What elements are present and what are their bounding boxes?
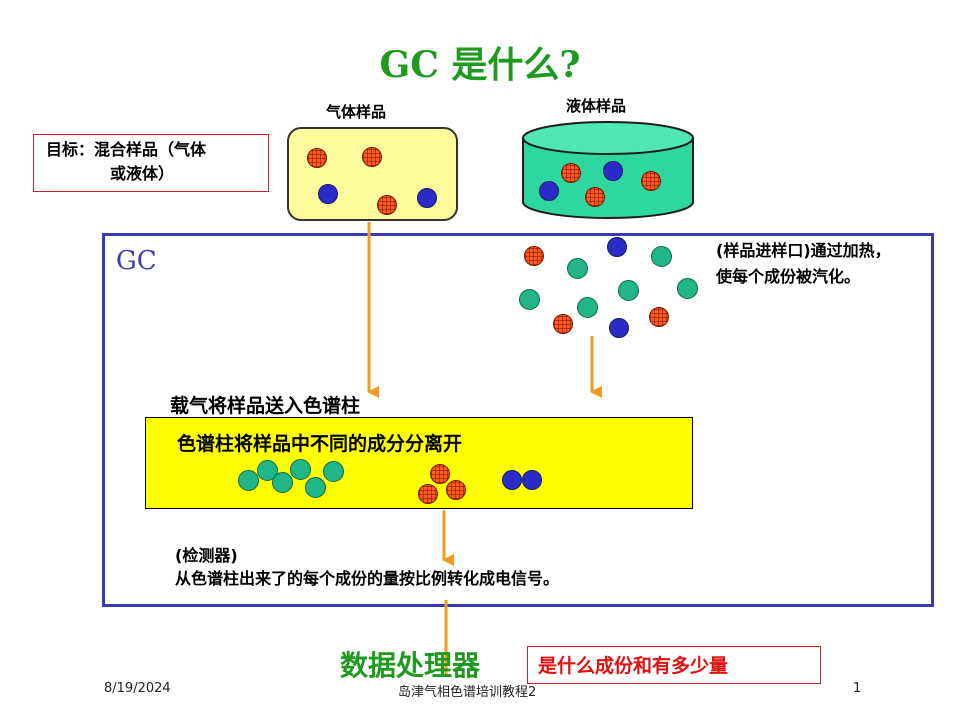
blue-molecule xyxy=(502,470,522,490)
injector-description: (样品进样口)通过加热， 使每个成份被汽化。 xyxy=(716,238,891,290)
gas-sample-label: 气体样品 xyxy=(326,103,387,121)
gas-sample-container xyxy=(287,127,458,221)
red-molecule xyxy=(418,484,438,504)
blue-molecule xyxy=(522,470,542,490)
red-molecule xyxy=(641,171,661,191)
data-processor-label: 数据处理器 xyxy=(340,649,481,682)
goal-line-1: 目标：混合样品（气体 xyxy=(46,140,207,159)
green-molecule xyxy=(323,461,344,482)
footer-page-number: 1 xyxy=(853,681,862,696)
green-molecule xyxy=(577,297,598,318)
red-molecule xyxy=(362,147,382,167)
red-molecule xyxy=(553,314,573,334)
red-molecule xyxy=(377,195,397,215)
blue-molecule xyxy=(607,237,627,257)
red-molecule xyxy=(524,246,544,266)
red-molecule xyxy=(430,464,450,484)
green-molecule xyxy=(677,278,698,299)
liquid-sample-label: 液体样品 xyxy=(566,97,627,115)
page-title: GC 是什么? xyxy=(379,44,581,86)
blue-molecule xyxy=(417,188,437,208)
blue-molecule xyxy=(318,184,338,204)
green-molecule xyxy=(567,258,588,279)
injector-line-2: 使每个成份被汽化。 xyxy=(716,267,861,286)
red-molecule xyxy=(561,163,581,183)
detector-line-2: 从色谱柱出来了的每个成份的量按比例转化成电信号。 xyxy=(175,569,560,588)
detector-line-1: (检测器) xyxy=(175,546,238,565)
blue-molecule xyxy=(539,181,559,201)
footer-date: 8/19/2024 xyxy=(104,681,171,696)
footer-course: 岛津气相色谱培训教程2 xyxy=(398,685,537,700)
green-molecule xyxy=(238,470,259,491)
green-molecule xyxy=(519,289,540,310)
red-molecule xyxy=(649,307,669,327)
green-molecule xyxy=(305,477,326,498)
blue-molecule xyxy=(603,161,623,181)
injector-line-1: (样品进样口)通过加热， xyxy=(716,241,891,260)
green-molecule xyxy=(618,280,639,301)
green-molecule xyxy=(651,246,672,267)
column-text: 色谱柱将样品中不同的成分分离开 xyxy=(177,433,463,455)
red-molecule xyxy=(446,480,466,500)
gc-label: GC xyxy=(116,246,157,276)
answer-box: 是什么成份和有多少量 xyxy=(527,646,821,684)
green-molecule xyxy=(272,472,293,493)
detector-description: (检测器) 从色谱柱出来了的每个成份的量按比例转化成电信号。 xyxy=(175,544,559,590)
goal-box: 目标：混合样品（气体 或液体） xyxy=(33,134,269,192)
goal-line-2: 或液体） xyxy=(110,164,175,183)
red-molecule xyxy=(307,148,327,168)
red-molecule xyxy=(585,187,605,207)
chromatography-column: 色谱柱将样品中不同的成分分离开 xyxy=(145,417,693,509)
answer-text: 是什么成份和有多少量 xyxy=(538,655,729,677)
green-molecule xyxy=(290,459,311,480)
carrier-gas-text: 载气将样品送入色谱柱 xyxy=(170,395,361,417)
blue-molecule xyxy=(609,318,629,338)
gc-instrument-frame xyxy=(102,233,934,607)
